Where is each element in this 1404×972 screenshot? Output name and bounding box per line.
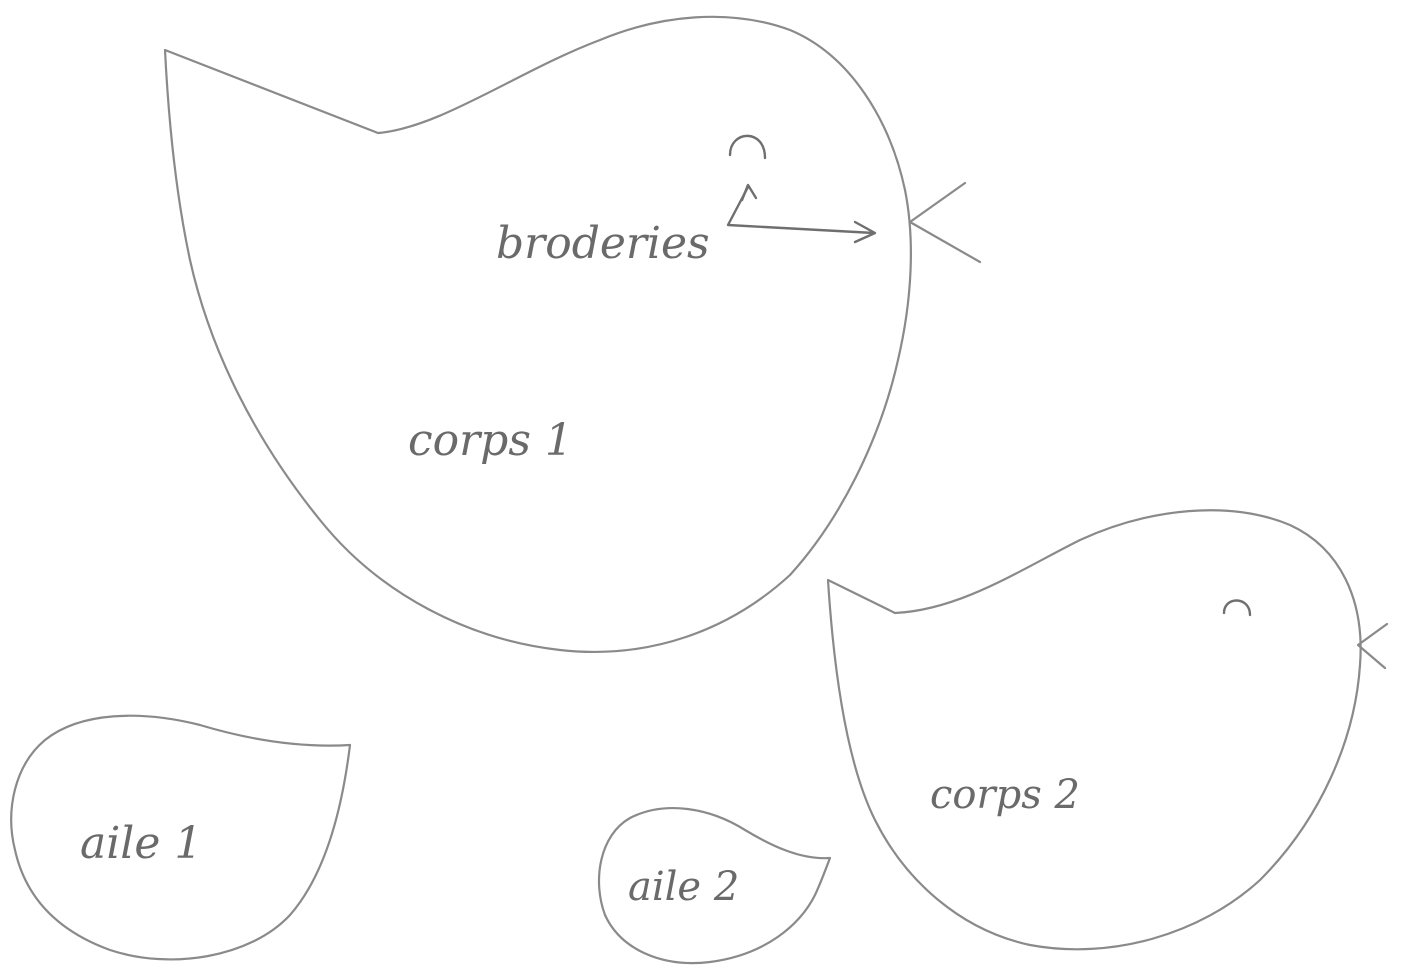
- wing-large-outline: [10, 714, 352, 961]
- label-corps-2: corps 2: [930, 772, 1080, 818]
- wing-large: [10, 714, 352, 961]
- label-aile-1: aile 1: [80, 818, 202, 869]
- bird-eye-small: [1222, 599, 1252, 617]
- bird-body-large-outline: [163, 15, 912, 653]
- bird-body-small-outline: [826, 509, 1362, 951]
- label-corps-1: corps 1: [408, 415, 573, 466]
- label-aile-2: aile 2: [628, 864, 739, 910]
- label-broderies: broderies: [496, 218, 710, 269]
- embroidery-arrow-head: [853, 220, 877, 244]
- bird-beak-small: [1356, 622, 1389, 670]
- bird-body-small: [826, 509, 1389, 951]
- bird-beak-large: [908, 181, 982, 264]
- bird-eye-large: [728, 134, 767, 160]
- wing-small: [597, 807, 832, 965]
- embroidery-arrow-line: [726, 185, 876, 235]
- wing-small-outline: [597, 807, 832, 965]
- bird-body-large: [163, 15, 982, 653]
